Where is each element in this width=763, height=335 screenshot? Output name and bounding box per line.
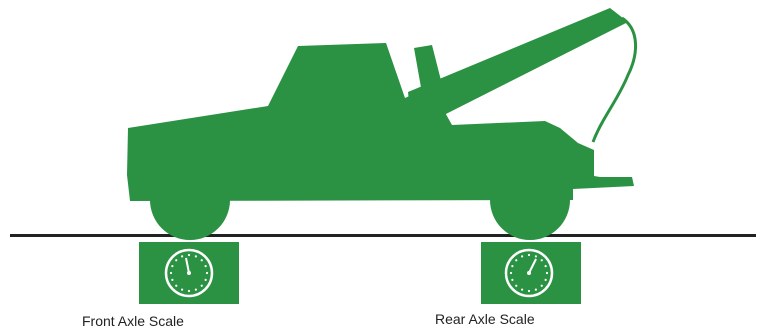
dial-tick xyxy=(521,288,524,291)
dial-tick xyxy=(169,271,173,275)
dial-tick xyxy=(205,271,209,275)
front-axle-scale-label: Front Axle Scale xyxy=(82,313,184,329)
dial-tick xyxy=(194,255,197,258)
dial-tick xyxy=(544,265,547,268)
dial-tick xyxy=(515,284,518,287)
tow-cable xyxy=(591,16,638,143)
rear-axle-scale-label: Rear Axle Scale xyxy=(435,311,535,327)
ground-line xyxy=(10,234,756,237)
dial-tick xyxy=(181,255,184,258)
rear-wheel xyxy=(490,160,570,240)
dial-tick xyxy=(175,284,178,287)
dial-tick xyxy=(187,253,191,257)
dial-tick xyxy=(540,284,543,287)
dial-tick xyxy=(515,259,518,262)
dial-tick xyxy=(534,255,537,258)
truck-body xyxy=(127,43,634,201)
dial-tick xyxy=(540,259,543,262)
dial-tick xyxy=(527,253,531,257)
dial-tick xyxy=(200,284,203,287)
tow-boom xyxy=(408,8,628,118)
front-axle-scale xyxy=(139,242,239,304)
dial-tick xyxy=(171,265,174,268)
dial-tick xyxy=(509,271,513,275)
dial-tick xyxy=(194,288,197,291)
dial-tick xyxy=(511,278,514,281)
dial-tick xyxy=(511,265,514,268)
rear-axle-scale xyxy=(481,242,581,304)
dial-tick xyxy=(527,289,531,293)
dial-tick xyxy=(171,278,174,281)
tow-mast xyxy=(414,45,448,110)
tow-truck xyxy=(127,8,638,240)
dial-tick xyxy=(175,259,178,262)
gauge-icon xyxy=(164,248,214,298)
dial-tick xyxy=(181,288,184,291)
gauge-icon xyxy=(504,248,554,298)
dial-tick xyxy=(200,259,203,262)
dial-tick xyxy=(545,271,549,275)
front-wheel xyxy=(150,160,230,240)
dial-tick xyxy=(187,289,191,293)
dial-tick xyxy=(204,278,207,281)
dial-tick xyxy=(204,265,207,268)
dial-tick xyxy=(544,278,547,281)
dial-tick xyxy=(534,288,537,291)
dial-tick xyxy=(521,255,524,258)
